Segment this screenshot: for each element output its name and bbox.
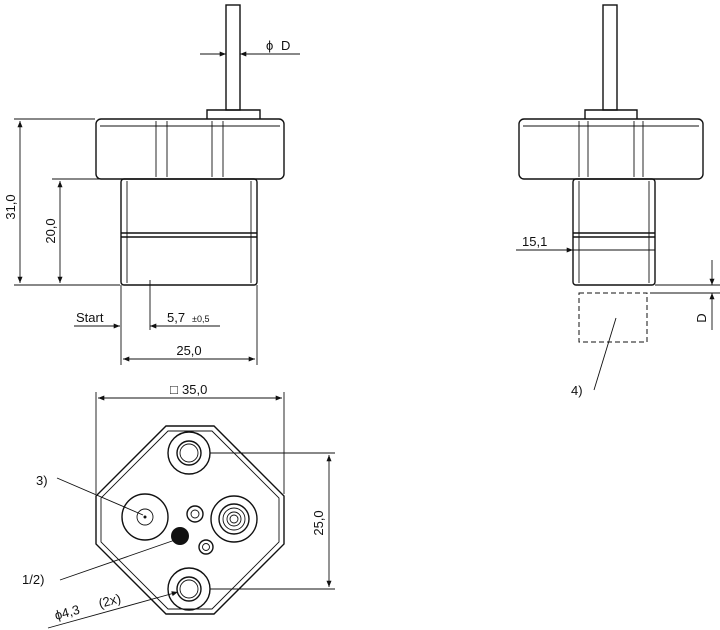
callout-target: 4)	[571, 383, 583, 398]
octagon-flange	[95, 425, 285, 615]
callout-3: 3)	[36, 473, 48, 488]
side-collar	[584, 109, 638, 119]
body-height-label: 20,0	[43, 218, 58, 243]
body	[120, 178, 258, 286]
front-view: ϕ D 31,0 20,0 Start 5,7 ±0,5 25,0	[3, 4, 300, 365]
mounting-hole-bottom	[167, 567, 211, 611]
shaft-bottom	[210, 495, 258, 543]
shaft	[225, 4, 241, 111]
flange-square-label: 35,0	[182, 382, 207, 397]
element-3	[121, 493, 169, 541]
shaft-collar	[206, 109, 261, 119]
body-width-label: 25,0	[176, 343, 201, 358]
side-body	[572, 178, 656, 286]
gap-label: D	[694, 313, 709, 322]
side-flange	[518, 118, 704, 180]
bottom-view: □ 35,0 25,0 3) 1/2) ϕ4,3 (2x)	[22, 382, 335, 629]
hole-count-label: (2x)	[97, 591, 123, 611]
mounting-hole-top	[167, 431, 211, 475]
sensing-tolerance-label: ±0,5	[192, 314, 209, 324]
shaft-diameter-label: D	[281, 38, 290, 53]
hole-diameter-label: ϕ4,3	[53, 602, 81, 623]
hole-spacing-label: 25,0	[311, 510, 326, 535]
small-ring-upper	[186, 505, 204, 523]
start-label: Start	[76, 310, 104, 325]
side-view: 15,1 D 4)	[516, 4, 720, 398]
sensing-offset-label: 5,7	[167, 310, 185, 325]
target-outline	[578, 292, 648, 343]
diameter-symbol-front: ϕ	[266, 38, 273, 53]
side-shaft	[602, 4, 618, 111]
small-ring-lower	[198, 539, 214, 555]
flange-square-symbol: □	[170, 382, 178, 397]
side-width-label: 15,1	[522, 234, 547, 249]
element-1-2	[171, 527, 189, 545]
callout-1-2: 1/2)	[22, 572, 44, 587]
flange	[95, 118, 285, 180]
overall-height-label: 31,0	[3, 194, 18, 219]
